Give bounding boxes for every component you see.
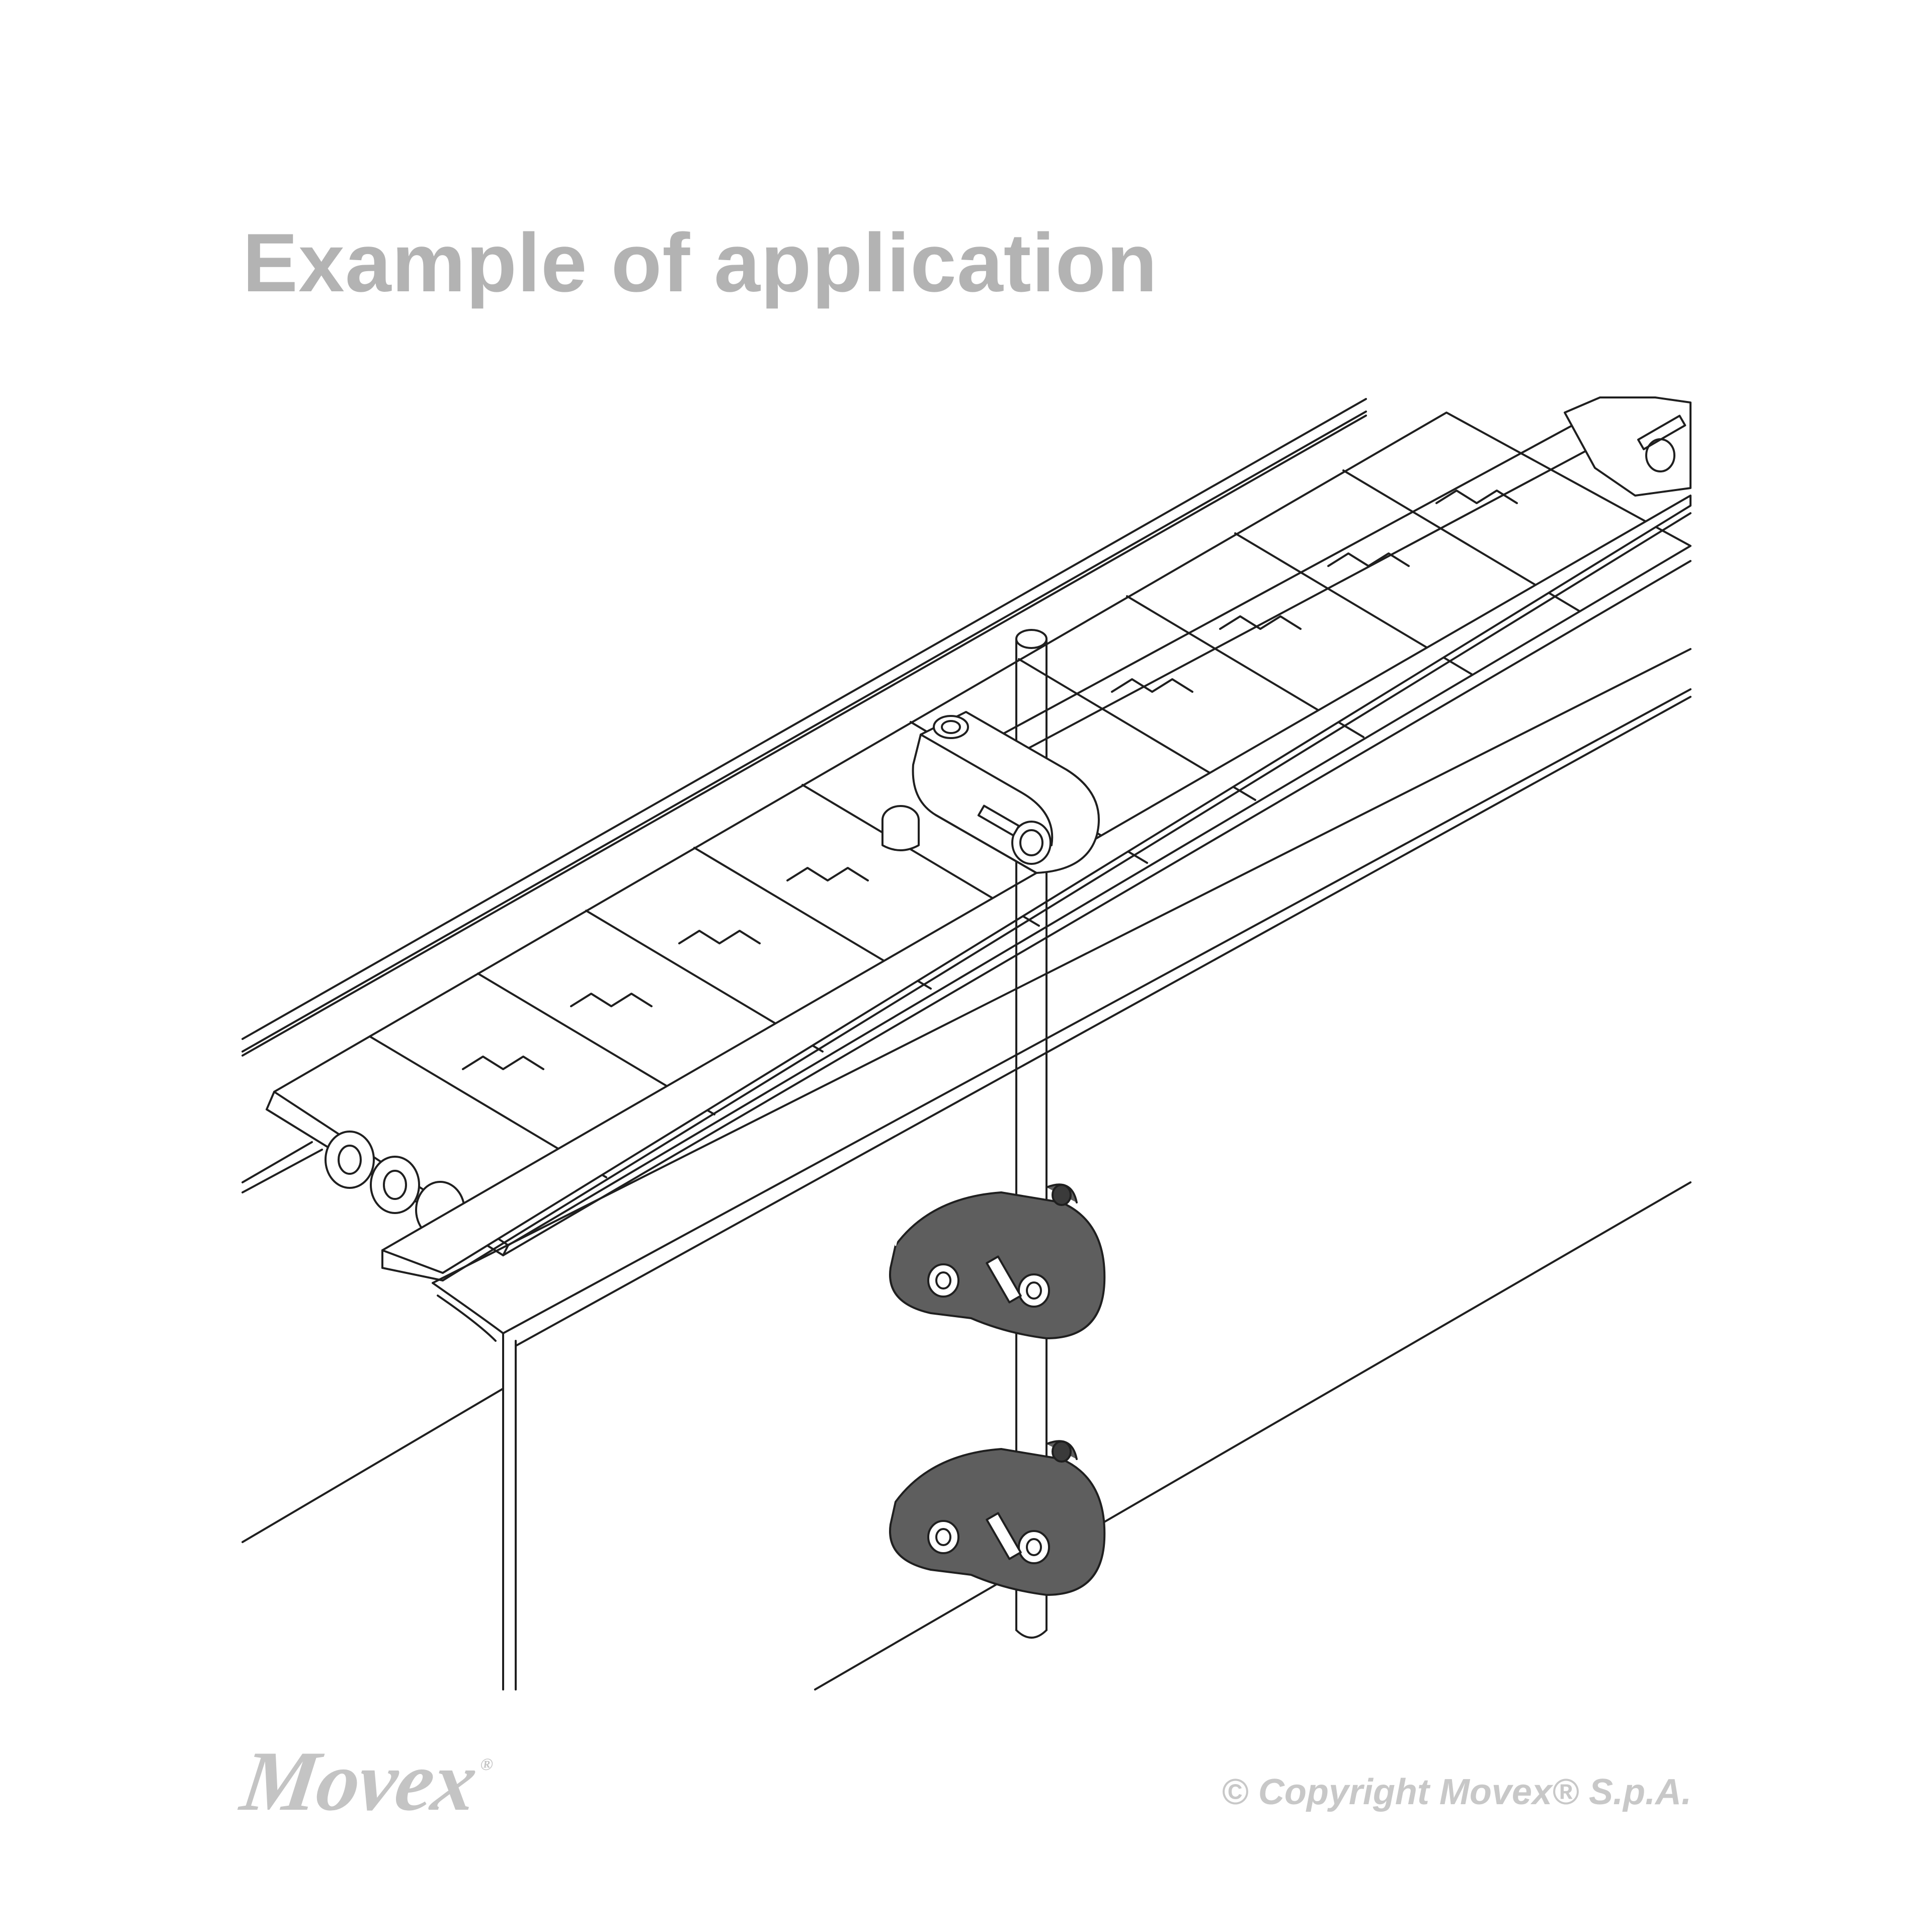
brand-logo: Movex® <box>236 1734 496 1828</box>
side-guide-rail <box>242 398 1367 1057</box>
conveyor-frame <box>242 495 1692 1691</box>
chain-knuckles <box>242 1131 465 1239</box>
cross-clamp-icon <box>881 711 1100 874</box>
guide-rod-horizontal <box>945 396 1692 780</box>
rod-clamp-icon <box>889 1440 1106 1596</box>
brand-logo-text: Movex <box>235 1734 482 1828</box>
page-title: Example of application <box>243 216 1158 309</box>
rod-clamp-icon <box>889 1183 1106 1339</box>
copyright-notice: © Copyright Movex® S.p.A. <box>1221 1772 1692 1812</box>
